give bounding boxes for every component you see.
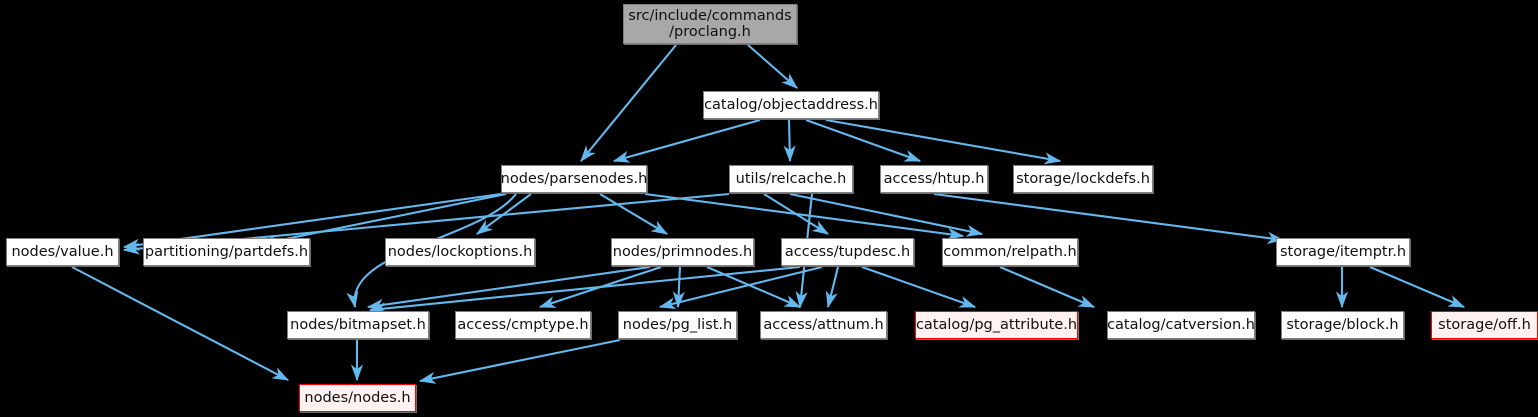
graph-edge-tupdesc-to-pg_attribute xyxy=(861,266,977,308)
graph-edge-objectaddress-to-parsenodes xyxy=(612,118,761,163)
graph-edge-itemptr-to-off xyxy=(1369,266,1466,308)
graph-node-pg_attribute[interactable]: catalog/pg_attribute.h xyxy=(915,311,1078,339)
graph-node-attnum[interactable]: access/attnum.h xyxy=(760,311,887,339)
graph-node-value[interactable]: nodes/value.h xyxy=(6,238,119,266)
graph-edge-pg_list-to-nodes xyxy=(418,338,621,384)
graph-node-lockoptions[interactable]: nodes/lockoptions.h xyxy=(385,238,535,266)
graph-edge-objectaddress-to-htup xyxy=(805,119,922,162)
graph-edge-parsenodes-to-lockoptions xyxy=(475,193,532,235)
graph-edge-parsenodes-to-primnodes xyxy=(599,193,669,235)
graph-edge-parsenodes-to-relpath xyxy=(644,192,965,241)
graph-edge-objectaddress-to-lockdefs xyxy=(825,118,1062,165)
graph-edge-htup-to-itemptr xyxy=(933,192,1285,245)
graph-node-primnodes[interactable]: nodes/primnodes.h xyxy=(611,238,754,266)
graph-node-partdefs[interactable]: partitioning/partdefs.h xyxy=(143,238,310,266)
graph-node-pg_list[interactable]: nodes/pg_list.h xyxy=(618,311,737,339)
graph-edge-objectaddress-to-relcache xyxy=(783,119,796,163)
graph-edge-proclang-to-objectaddress xyxy=(747,44,798,89)
graph-node-lockdefs[interactable]: storage/lockdefs.h xyxy=(1013,165,1153,193)
graph-edge-primnodes-to-cmptype xyxy=(538,266,662,308)
graph-edge-relpath-to-catversion xyxy=(999,266,1096,308)
graph-edge-tupdesc-to-attnum xyxy=(825,266,840,309)
graph-node-catversion[interactable]: catalog/catversion.h xyxy=(1107,311,1255,339)
graph-node-block[interactable]: storage/block.h xyxy=(1281,311,1404,339)
graph-node-objectaddress[interactable]: catalog/objectaddress.h xyxy=(703,91,879,119)
graph-node-relcache[interactable]: utils/relcache.h xyxy=(729,165,853,193)
graph-node-bitmapset[interactable]: nodes/bitmapset.h xyxy=(287,311,429,339)
graph-node-nodes[interactable]: nodes/nodes.h xyxy=(299,384,416,412)
graph-edge-relcache-to-relpath xyxy=(789,192,984,237)
graph-node-tupdesc[interactable]: access/tupdesc.h xyxy=(781,238,914,266)
graph-edge-proclang-to-parsenodes xyxy=(580,44,677,162)
graph-edge-value-to-nodes xyxy=(71,266,290,381)
graph-edge-relcache-to-tupdesc xyxy=(763,193,830,235)
graph-node-off[interactable]: storage/off.h xyxy=(1431,311,1538,339)
graph-edge-parsenodes-to-partdefs xyxy=(259,192,507,247)
graph-node-itemptr[interactable]: storage/itemptr.h xyxy=(1276,238,1410,266)
graph-node-parsenodes[interactable]: nodes/parsenodes.h xyxy=(501,165,647,193)
graph-edge-primnodes-to-bitmapset xyxy=(366,265,651,311)
graph-node-htup[interactable]: access/htup.h xyxy=(880,165,988,193)
graph-edge-primnodes-to-pg_list xyxy=(672,266,685,309)
graph-node-cmptype[interactable]: access/cmptype.h xyxy=(455,311,591,339)
graph-edge-tupdesc-to-pg_list xyxy=(658,265,823,310)
graph-edge-primnodes-to-attnum xyxy=(706,266,802,308)
graph-edge-tupdesc-to-bitmapset xyxy=(368,265,801,315)
graph-node-relpath[interactable]: common/relpath.h xyxy=(942,238,1078,266)
graph-node-proclang[interactable]: src/include/commands /proclang.h xyxy=(623,4,797,44)
